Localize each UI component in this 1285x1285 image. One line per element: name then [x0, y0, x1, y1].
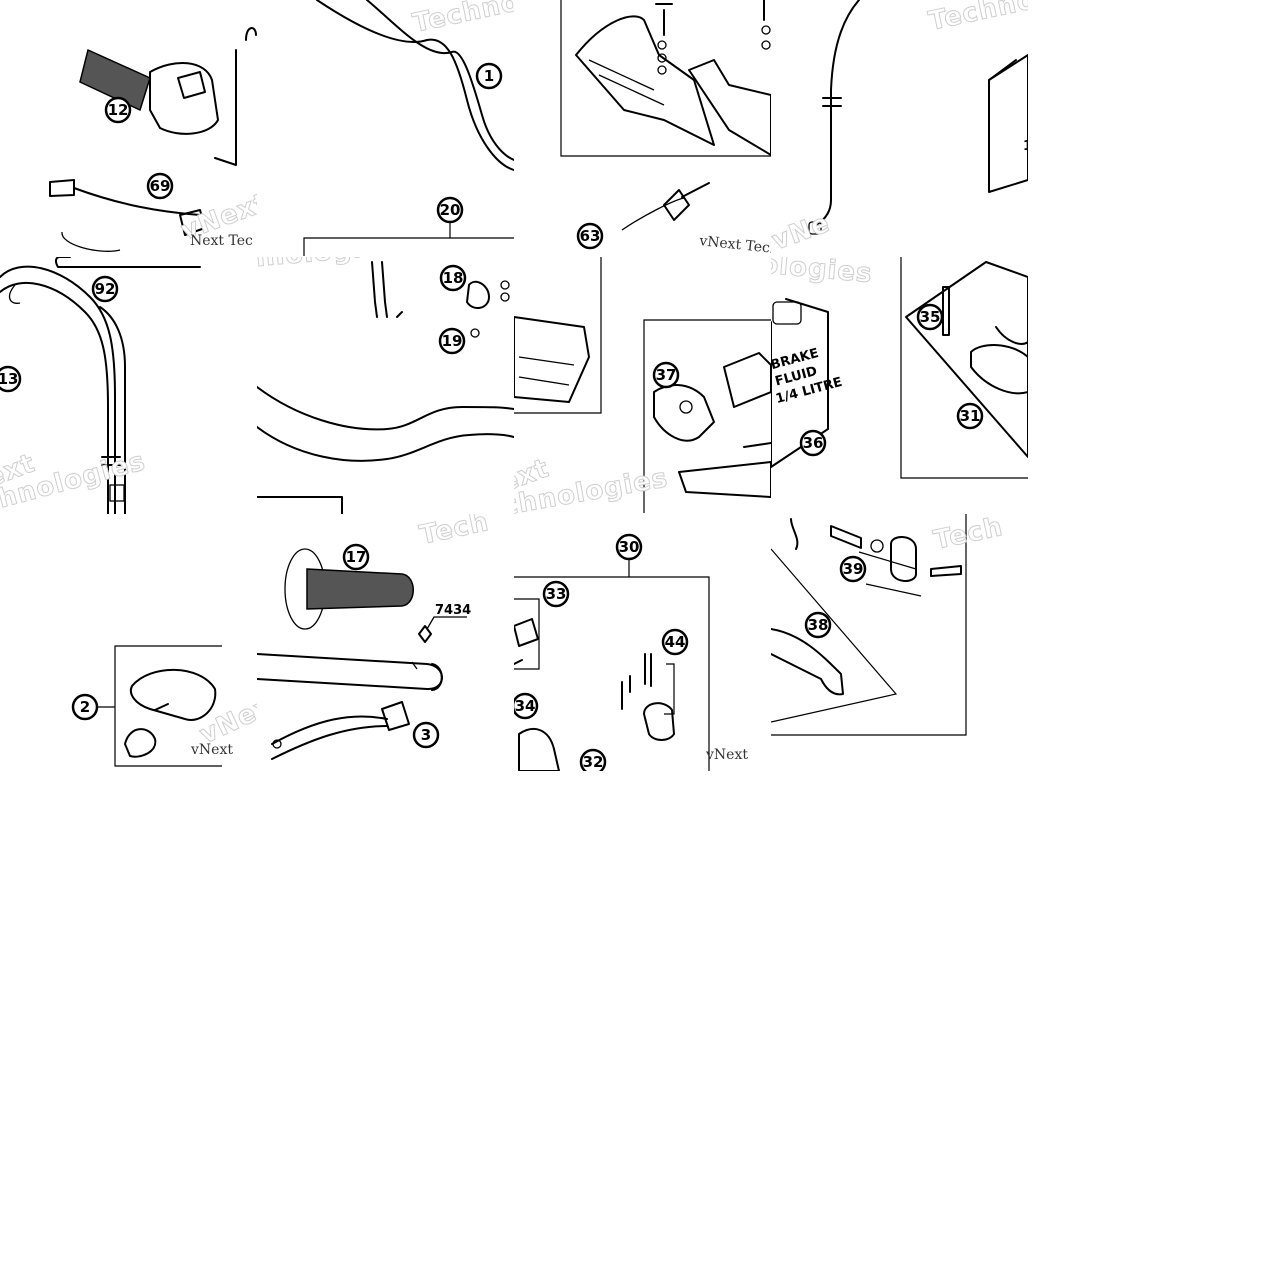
- svg-text:30: 30: [619, 538, 640, 556]
- callout-17: 17: [342, 543, 370, 571]
- svg-text:19: 19: [442, 332, 463, 350]
- callout-1: 1: [475, 62, 503, 90]
- callout-44: 44: [661, 628, 689, 656]
- map-tile-r2-c3[interactable]: 39 38 Tech: [771, 514, 1028, 771]
- map-tile-r2-c2[interactable]: 30 33 44 34 32 vNext: [514, 514, 771, 771]
- svg-text:63: 63: [580, 227, 601, 245]
- callout-20: 20: [436, 196, 464, 224]
- callout-2: 2: [71, 693, 99, 721]
- callout-35: 35: [916, 303, 944, 331]
- svg-text:35: 35: [920, 308, 941, 326]
- map-tile-r0-c3[interactable]: 1 Techno vNe: [771, 0, 1028, 257]
- svg-text:33: 33: [546, 585, 567, 603]
- callout-38: 38: [804, 611, 832, 639]
- callout-19: 19: [438, 327, 466, 355]
- callout-33: 33: [542, 580, 570, 608]
- map-tile-r1-c1[interactable]: 18 19 hnologies: [257, 257, 514, 514]
- callout-69: 69: [146, 172, 174, 200]
- map-tile-r1-c2[interactable]: 37 ext chnologies: [514, 257, 771, 514]
- map-tile-r2-c1[interactable]: 7434 17 3 Tech: [257, 514, 514, 771]
- svg-text:36: 36: [803, 434, 824, 452]
- svg-text:1: 1: [484, 67, 494, 85]
- callout-18: 18: [439, 264, 467, 292]
- watermark-serif: vNext Technologies: [698, 233, 771, 257]
- watermark: Techno: [926, 0, 1028, 37]
- callout-39: 39: [839, 555, 867, 583]
- svg-text:32: 32: [583, 753, 604, 771]
- watermark: hnologies: [771, 257, 874, 289]
- callout-13: 13: [0, 365, 22, 393]
- watermark: Techno: [410, 0, 514, 39]
- svg-text:31: 31: [960, 407, 981, 425]
- map-tile-r0-c0[interactable]: 12 69 vNext Next Tec: [0, 0, 257, 257]
- svg-text:12: 12: [108, 101, 129, 119]
- svg-text:37: 37: [656, 366, 677, 384]
- svg-text:34: 34: [515, 697, 536, 715]
- callout-12: 12: [104, 96, 132, 124]
- watermark-serif: vNext: [705, 747, 748, 763]
- box-fragment-label: 1: [1023, 139, 1028, 154]
- svg-text:92: 92: [95, 280, 116, 298]
- callout-3: 3: [412, 721, 440, 749]
- map-tile-r0-c1[interactable]: 1 Techno: [257, 0, 514, 257]
- part-code-7434: 7434: [435, 603, 471, 618]
- callout-37: 37: [652, 361, 680, 389]
- svg-text:18: 18: [443, 269, 464, 287]
- map-tile-r2-c0[interactable]: 2 vNext vNext: [0, 514, 257, 771]
- svg-text:17: 17: [346, 548, 367, 566]
- watermark: vNe: [771, 208, 834, 256]
- watermark: Tech: [931, 514, 1006, 556]
- watermark: vNext: [195, 685, 257, 750]
- svg-text:20: 20: [440, 201, 461, 219]
- svg-text:39: 39: [843, 560, 864, 578]
- callout-34: 34: [514, 692, 539, 720]
- svg-text:38: 38: [808, 616, 829, 634]
- watermark-serif: Next Tec: [190, 233, 253, 249]
- callout-36: 36: [799, 429, 827, 457]
- map-tile-r1-c0[interactable]: 92 13 ext chnologies: [0, 257, 257, 514]
- svg-text:69: 69: [150, 177, 171, 195]
- callout-92: 92: [91, 275, 119, 303]
- watermark: Tech: [417, 514, 492, 551]
- callout-31: 31: [956, 402, 984, 430]
- svg-text:13: 13: [0, 370, 18, 388]
- kit-20-header: 20: [303, 196, 514, 256]
- svg-text:3: 3: [421, 726, 431, 744]
- callout-32: 32: [579, 748, 607, 771]
- brake-fluid-label: BRAKE FLUID 1/4 LITRE: [771, 346, 844, 407]
- watermark-serif: vNext: [190, 742, 233, 758]
- callout-63: 63: [576, 222, 604, 250]
- map-tile-r1-c3[interactable]: BRAKE FLUID 1/4 LITRE 36 35 31 hnologies: [771, 257, 1028, 514]
- svg-text:44: 44: [665, 633, 686, 651]
- map-tile-r0-c2[interactable]: 63 vNext Technologies: [514, 0, 771, 257]
- callout-30: 30: [615, 533, 643, 561]
- svg-text:2: 2: [80, 698, 90, 716]
